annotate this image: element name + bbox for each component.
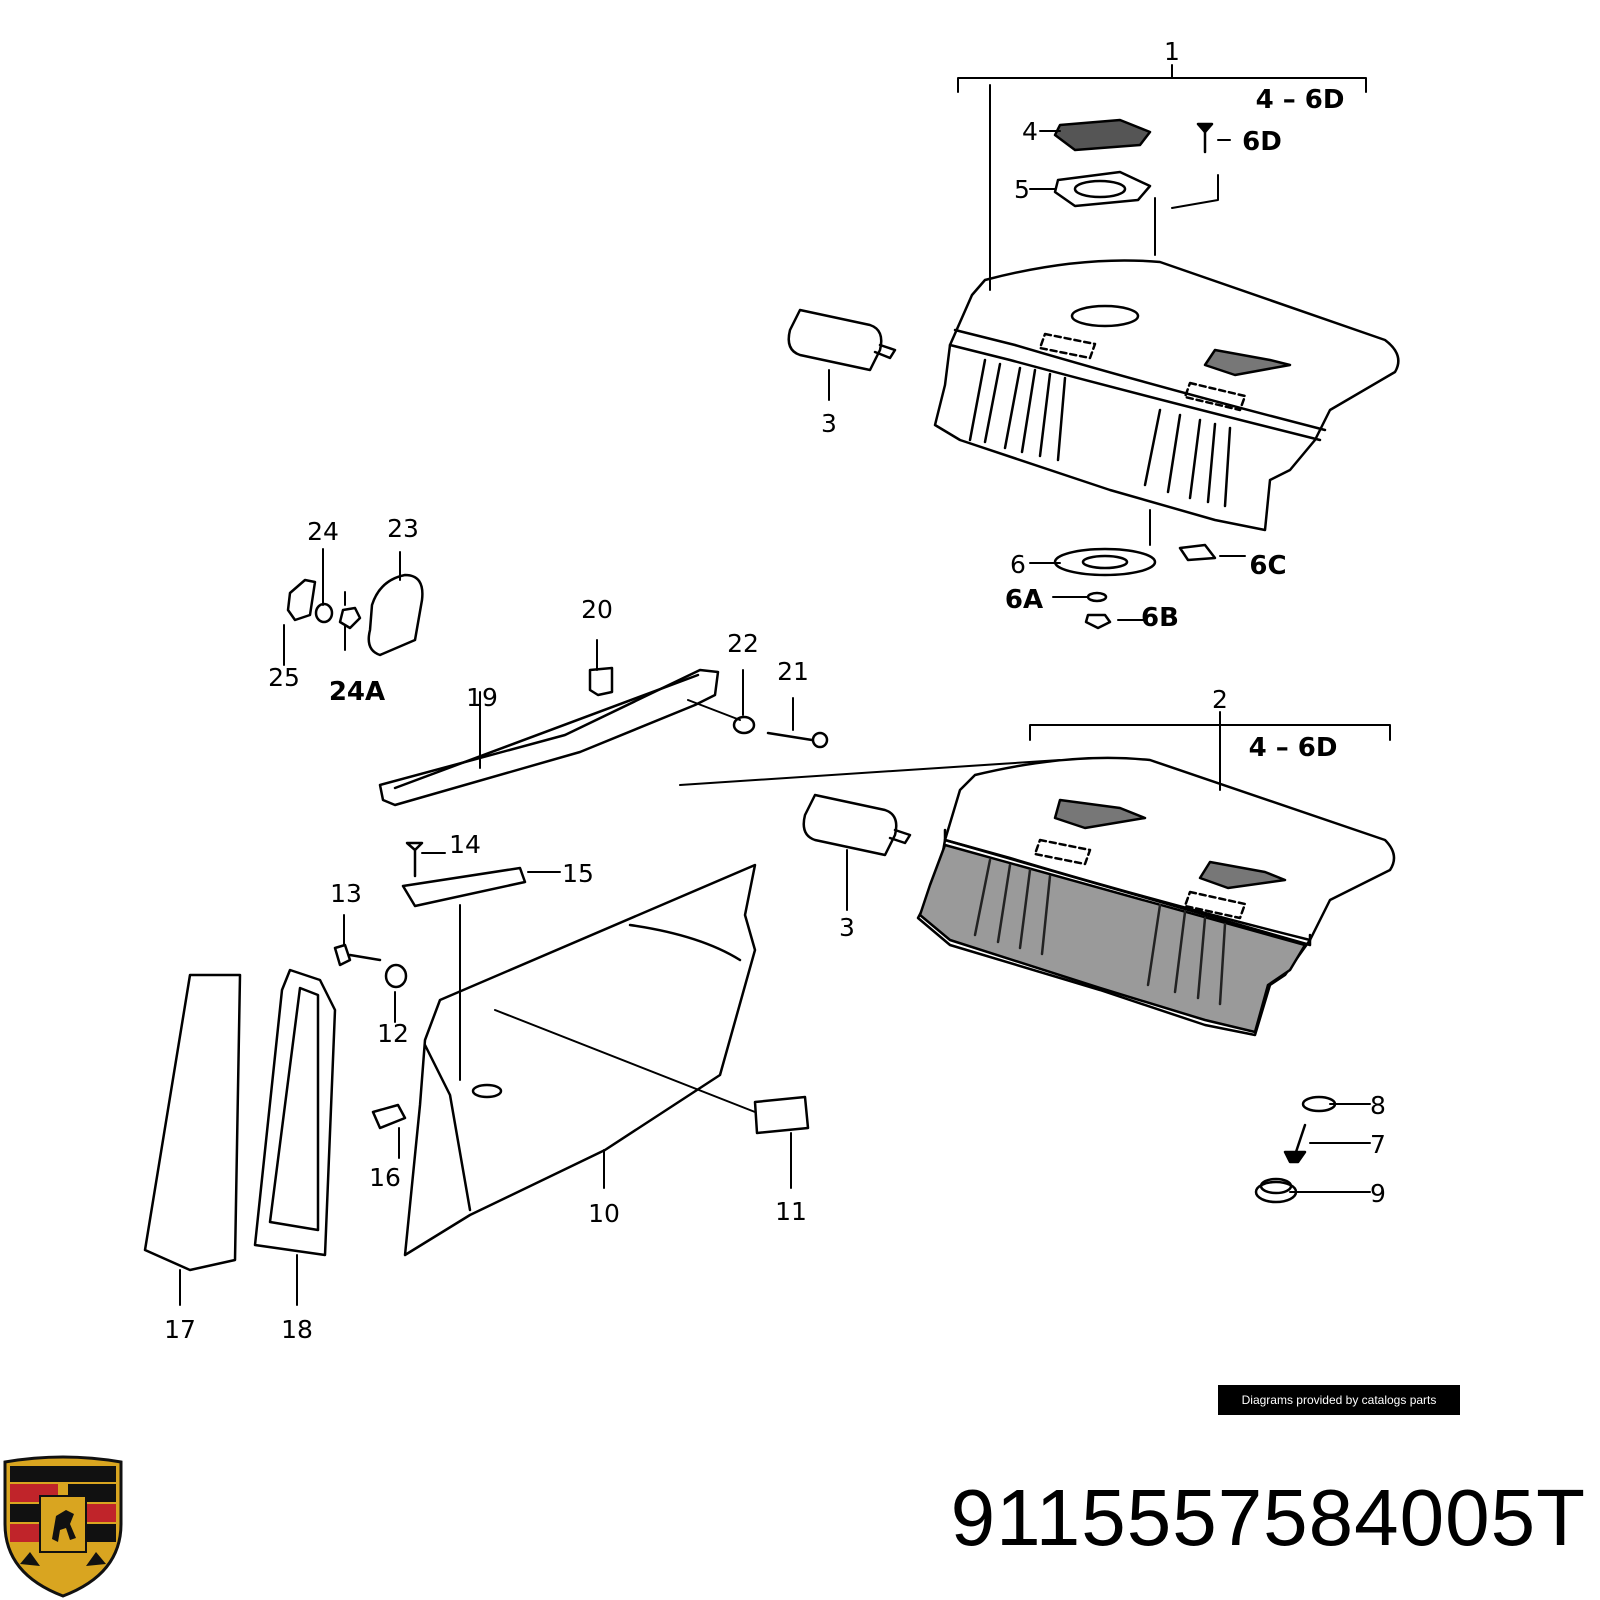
part-21-screw <box>766 731 829 749</box>
part-22-washer <box>732 715 756 735</box>
callout-7: 7 <box>1370 1130 1386 1159</box>
part-6D-screw <box>1196 122 1214 154</box>
callout-21: 21 <box>777 657 809 686</box>
callout-1: 1 <box>1164 37 1180 66</box>
part-17-trim <box>143 973 242 1272</box>
part-25-bracket <box>286 578 317 622</box>
part-9-cap <box>1254 1177 1298 1204</box>
callout-8: 8 <box>1370 1091 1386 1120</box>
callout-5: 5 <box>1014 175 1030 204</box>
callout-3-lower: 3 <box>839 913 855 942</box>
part-24-washer <box>314 602 334 624</box>
part-6C-clip <box>1178 543 1217 562</box>
callout-9: 9 <box>1370 1179 1386 1208</box>
part-20-clip <box>588 666 614 697</box>
part-3-handle-upper <box>787 308 897 372</box>
part-10-side-panel <box>403 863 757 1257</box>
part-18-trim <box>253 968 337 1257</box>
part-23-cover <box>367 573 424 657</box>
callout-11: 11 <box>775 1197 807 1226</box>
part-13-bolt <box>333 943 382 967</box>
callout-15: 15 <box>562 859 594 888</box>
rear-shelf-lower <box>916 756 1396 1037</box>
part-4-grille <box>1053 118 1152 152</box>
callout-19: 19 <box>466 683 498 712</box>
callout-16: 16 <box>369 1163 401 1192</box>
callout-6: 6 <box>1010 550 1026 579</box>
part-6-plate <box>1053 547 1157 577</box>
callout-6B: 6B <box>1141 603 1179 633</box>
callout-10: 10 <box>588 1199 620 1228</box>
part-15-escutcheon <box>401 866 527 908</box>
part-number: 9115557584005T <box>950 1473 1586 1562</box>
part-11-block <box>753 1095 810 1135</box>
callout-6C: 6C <box>1249 551 1286 581</box>
part-7-screw <box>1283 1123 1307 1164</box>
callout-3-upper: 3 <box>821 409 837 438</box>
callout-24A: 24A <box>329 677 385 707</box>
diagram-credit: Diagrams provided by catalogs parts <box>1218 1385 1460 1415</box>
part-19-strip <box>378 668 720 807</box>
callout-25: 25 <box>268 663 300 692</box>
callout-24: 24 <box>307 517 339 546</box>
callout-18: 18 <box>281 1315 313 1344</box>
part-14-screw <box>405 841 424 878</box>
callout-12: 12 <box>377 1019 409 1048</box>
callout-20: 20 <box>581 595 613 624</box>
callout-4-6D-upper: 4 – 6D <box>1256 85 1345 115</box>
part-3-handle-lower <box>802 793 912 857</box>
callout-4-6D-lower: 4 – 6D <box>1249 733 1338 763</box>
callout-6A: 6A <box>1005 585 1043 615</box>
part-5-frame <box>1053 170 1152 208</box>
callout-23: 23 <box>387 514 419 543</box>
rear-shelf-upper <box>933 259 1400 532</box>
part-6A-washer <box>1086 591 1108 603</box>
callout-13: 13 <box>330 879 362 908</box>
callout-6D: 6D <box>1242 127 1282 157</box>
callout-4: 4 <box>1022 117 1038 146</box>
part-6B-nut <box>1084 613 1112 630</box>
callout-2: 2 <box>1212 685 1228 714</box>
callout-14: 14 <box>449 830 481 859</box>
part-24A-nut <box>338 606 362 630</box>
callout-22: 22 <box>727 629 759 658</box>
part-12-washer <box>384 963 408 989</box>
callout-17: 17 <box>164 1315 196 1344</box>
porsche-crest-logo <box>3 1455 123 1598</box>
part-16-clip <box>371 1103 407 1130</box>
